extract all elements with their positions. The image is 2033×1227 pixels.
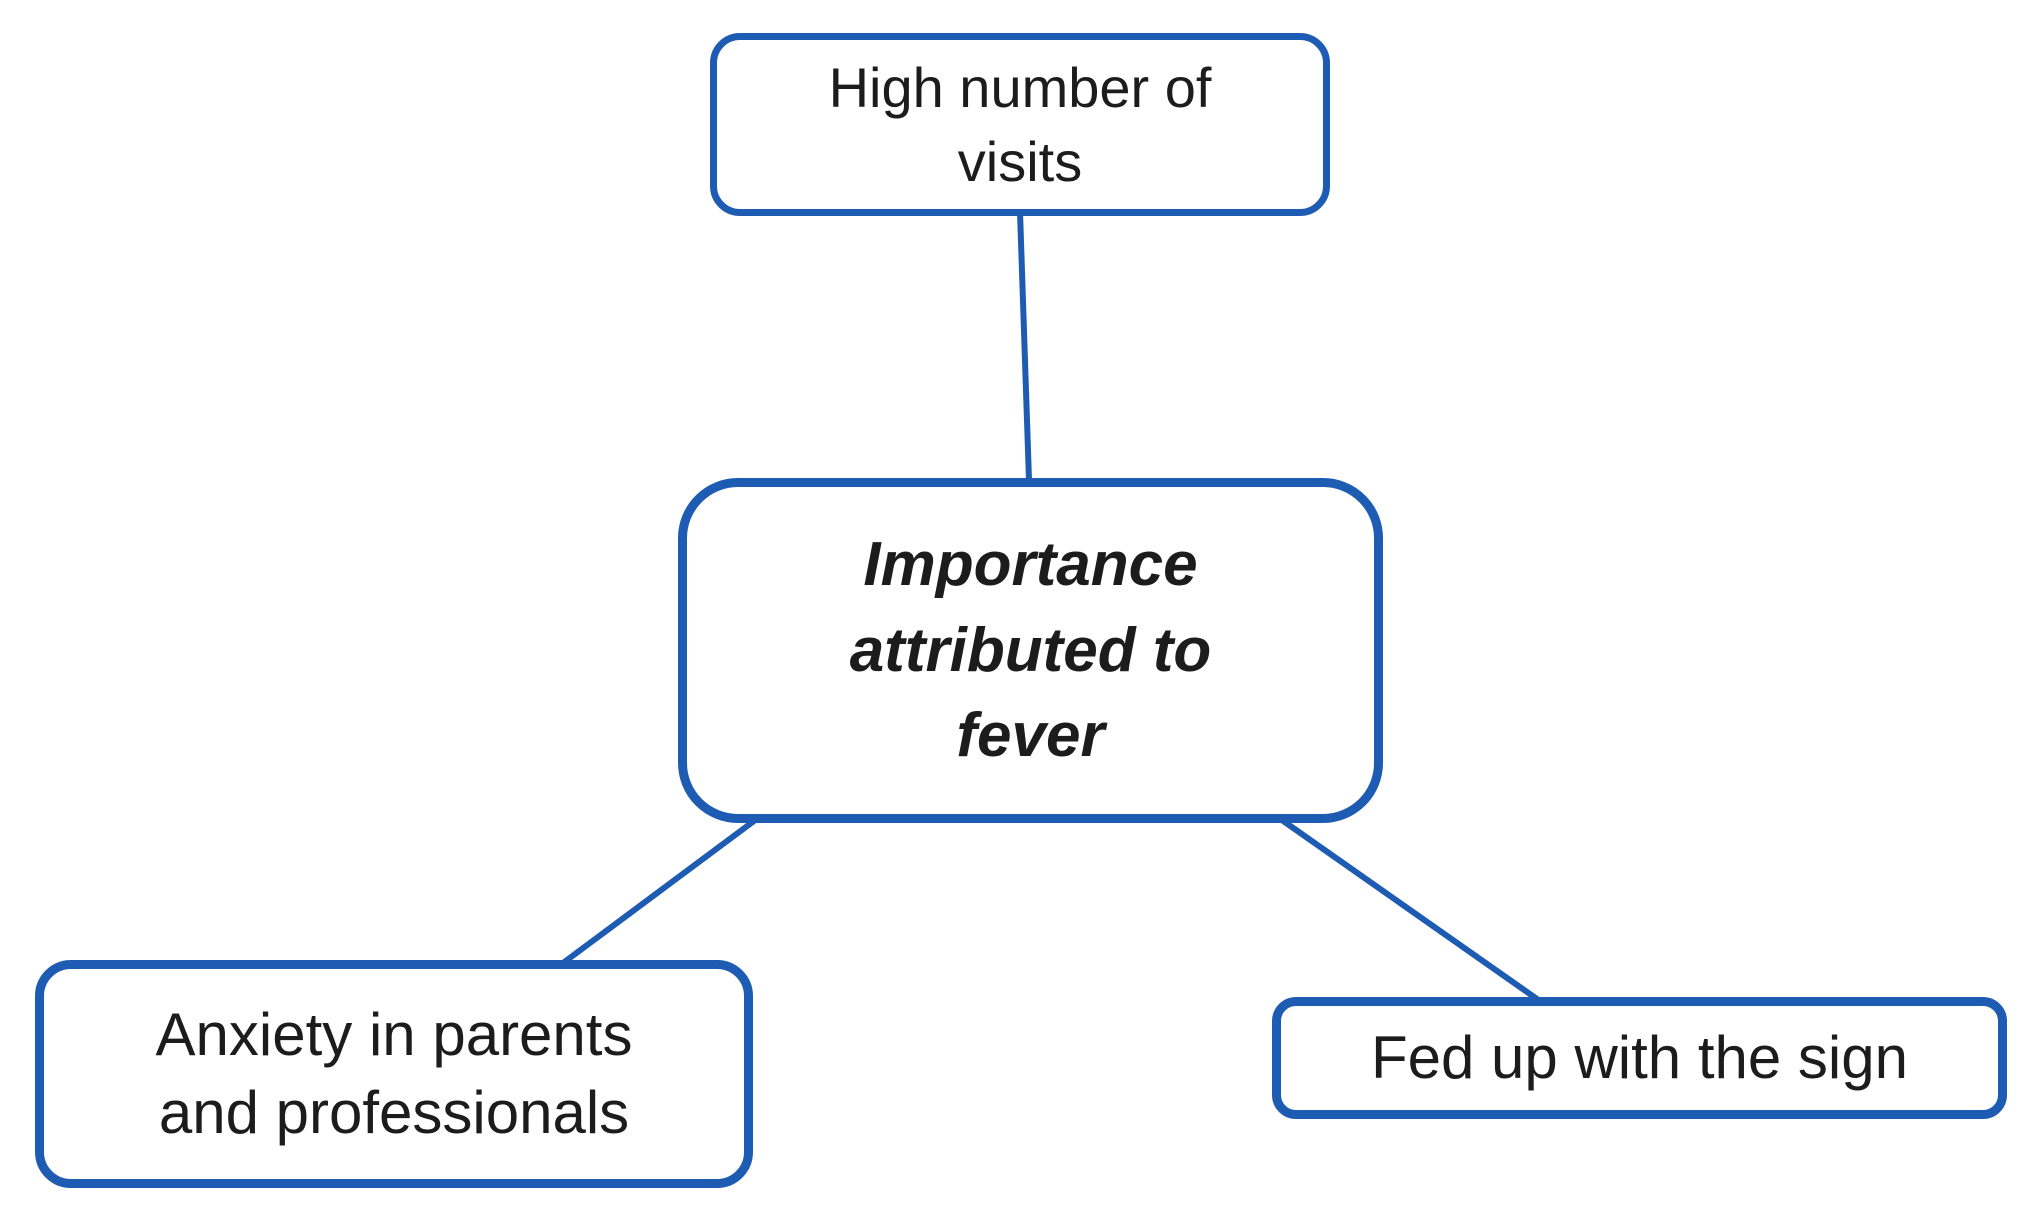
- node-label-line: Anxiety in parents: [155, 1001, 633, 1068]
- node-high-number-of-visits: High number of visits: [710, 33, 1330, 216]
- edge-top-to-center: [1017, 209, 1032, 483]
- node-label-line: attributed to: [849, 615, 1212, 685]
- node-fed-up-with-the-sign: Fed up with the sign: [1272, 997, 2007, 1119]
- node-label-line: visits: [957, 129, 1083, 193]
- node-anxiety-in-parents-and-professionals: Anxiety in parents and professionals: [35, 960, 753, 1188]
- node-label-line: High number of: [828, 55, 1212, 119]
- node-label-line: and professionals: [158, 1079, 630, 1146]
- edge-center-to-bottom-left: [560, 815, 761, 966]
- node-label-line: fever: [956, 701, 1105, 771]
- node-label-line: Importance: [863, 530, 1198, 600]
- edge-center-to-bottom-right: [1276, 815, 1540, 1002]
- node-importance-attributed-to-fever: Importance attributed to fever: [678, 478, 1383, 823]
- node-label-line: Fed up with the sign: [1371, 1024, 1908, 1091]
